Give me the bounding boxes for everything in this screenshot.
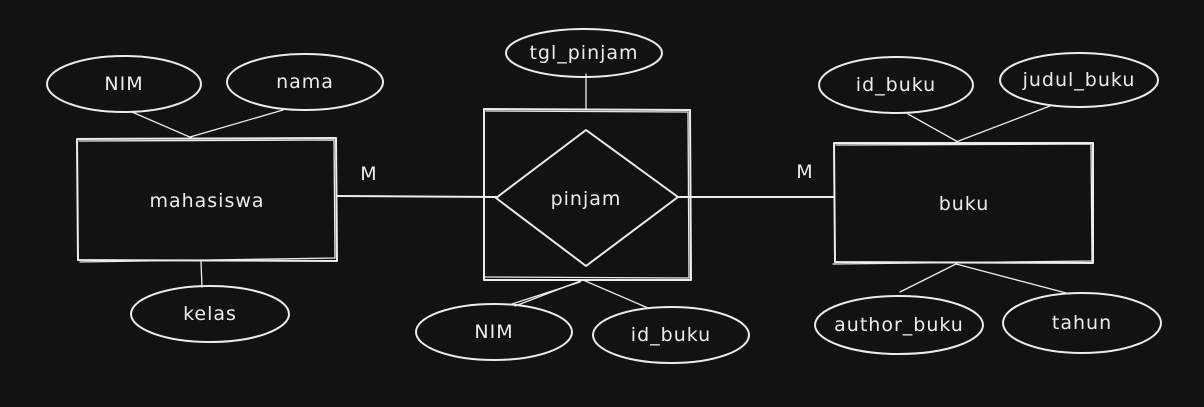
attribute-buku-author-ellipse — [814, 295, 984, 355]
cardinality-left-label: M — [360, 163, 377, 185]
line-author-buku — [899, 263, 957, 293]
line-tahun-buku — [955, 263, 1071, 295]
attribute-pinjam-nim[interactable]: NIM — [415, 303, 573, 361]
attribute-buku-tahun-label: tahun — [1052, 312, 1112, 334]
attribute-mahasiswa-nim-ellipse — [46, 55, 202, 113]
line-mahasiswa-pinjam — [336, 195, 497, 198]
attribute-pinjam-idbuku[interactable]: id_buku — [592, 306, 750, 364]
attribute-pinjam-tgl-label: tgl_pinjam — [529, 42, 638, 64]
entity-buku[interactable]: buku — [832, 142, 1094, 265]
attribute-buku-tahun-ellipse — [1002, 292, 1162, 354]
entity-mahasiswa[interactable]: mahasiswa — [76, 137, 338, 263]
relationship-pinjam-box — [483, 108, 692, 281]
attribute-pinjam-idbuku-ellipse — [592, 306, 750, 364]
line-nim-pinjam-2 — [511, 281, 581, 305]
attribute-mahasiswa-nama-label: nama — [276, 71, 334, 93]
line-idbuku-pinjam — [582, 279, 649, 309]
relationship-pinjam-box-sketch — [484, 110, 690, 279]
attribute-mahasiswa-nama-ellipse — [226, 53, 384, 111]
attribute-mahasiswa-nim-label: NIM — [104, 73, 143, 95]
line-nama-mahasiswa — [189, 109, 284, 138]
attribute-buku-author-label: author_buku — [834, 314, 964, 336]
attribute-mahasiswa-nama[interactable]: nama — [226, 53, 384, 111]
attribute-buku-id-ellipse — [818, 56, 974, 114]
attribute-pinjam-tgl-ellipse — [505, 28, 663, 78]
attribute-mahasiswa-kelas-ellipse — [130, 285, 290, 343]
attribute-buku-judul[interactable]: judul_buku — [999, 52, 1159, 108]
relationship-pinjam-diamond — [495, 129, 679, 267]
line-kelas-mahasiswa — [200, 261, 203, 288]
attribute-mahasiswa-kelas[interactable]: kelas — [130, 285, 290, 343]
attribute-buku-judul-label: judul_buku — [1022, 69, 1136, 91]
attribute-mahasiswa-kelas-label: kelas — [183, 303, 237, 325]
connectors — [131, 73, 1071, 309]
attribute-pinjam-idbuku-label: id_buku — [631, 324, 711, 346]
attribute-mahasiswa-nim[interactable]: NIM — [46, 55, 202, 113]
attribute-buku-author[interactable]: author_buku — [814, 295, 984, 355]
attribute-buku-judul-ellipse — [999, 52, 1159, 108]
attribute-pinjam-nim-ellipse — [415, 303, 573, 361]
line-idbuku-buku — [907, 113, 959, 143]
attribute-buku-id[interactable]: id_buku — [818, 56, 974, 114]
line-nim-mahasiswa — [131, 111, 193, 139]
attribute-pinjam-nim-label: NIM — [474, 321, 513, 343]
entity-mahasiswa-box — [76, 137, 338, 262]
attribute-pinjam-tgl[interactable]: tgl_pinjam — [505, 28, 663, 78]
relationship-pinjam[interactable]: pinjam — [483, 108, 692, 281]
entity-mahasiswa-box-sketch — [78, 139, 336, 263]
attribute-buku-tahun[interactable]: tahun — [1002, 292, 1162, 354]
entity-buku-box — [833, 142, 1094, 264]
cardinality-right-label: M — [796, 161, 813, 183]
entity-buku-box-sketch — [832, 143, 1093, 265]
entity-buku-label: buku — [939, 193, 990, 215]
attribute-buku-id-label: id_buku — [856, 74, 936, 96]
relationship-pinjam-label: pinjam — [551, 188, 622, 210]
entity-mahasiswa-label: mahasiswa — [149, 190, 264, 212]
line-judul-buku — [955, 105, 1051, 143]
